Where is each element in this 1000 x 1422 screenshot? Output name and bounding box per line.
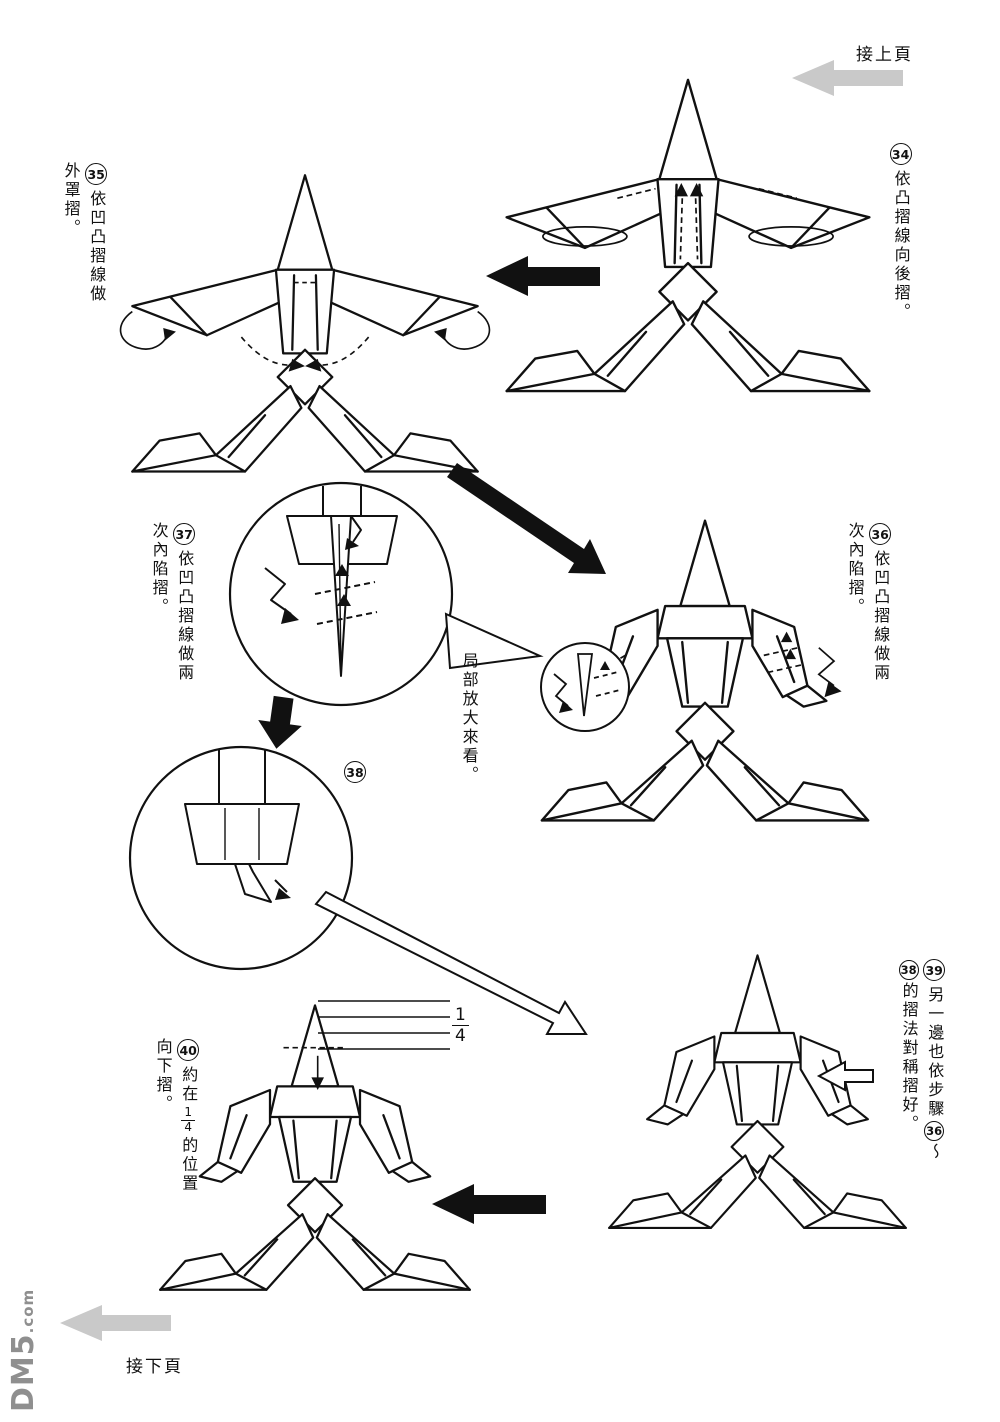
- origami-figure-step-34: [505, 78, 871, 393]
- magnified-detail-step-37: [228, 481, 454, 707]
- fold-indicators: [602, 631, 842, 698]
- origami-figure-step-36: [540, 519, 870, 822]
- fraction-numerator: 1: [455, 1005, 466, 1025]
- watermark-suffix: .com: [19, 1288, 37, 1334]
- page-prev-arrow-icon: [792, 60, 903, 96]
- detail-callout-circle: [540, 642, 630, 732]
- origami-figure-step-35: [119, 174, 491, 473]
- origami-figure-step-39: [608, 954, 907, 1229]
- watermark: DM5.com: [6, 1289, 41, 1412]
- step-39-number: 39: [923, 959, 946, 981]
- continue-prev-label: 接上頁: [856, 45, 913, 65]
- fold-indicators: [542, 182, 834, 260]
- step-39-text: 另一邊也依步驟36～38的摺法對稱摺好。: [898, 958, 945, 1162]
- magnifier-pointer-wedge: [444, 612, 544, 670]
- step-37-caption: 37依凹凸摺線做兩次內陷摺。: [146, 522, 197, 687]
- side-pointer-arrow: [816, 1060, 874, 1092]
- continue-next-label: 接下頁: [126, 1357, 183, 1377]
- watermark-main: DM5: [6, 1333, 41, 1412]
- detail-mini-drawing: [553, 653, 621, 717]
- step-40-number: 40: [177, 1039, 200, 1061]
- origami-figure-step-40: [159, 1004, 471, 1291]
- sequence-arrow-diagonal: [447, 463, 606, 574]
- step-37-text: 依凹凸摺線做兩次內陷摺。: [149, 522, 195, 683]
- detail-fold-drawing: [184, 750, 300, 903]
- fold-direction-arrow-left-bottom: [432, 1184, 546, 1224]
- fraction-denominator: 4: [452, 1025, 469, 1046]
- step-36-text: 依凹凸摺線做兩次內陷摺。: [845, 522, 891, 683]
- figure-body: [505, 78, 871, 393]
- quarter-fraction-label: 1 4: [452, 1005, 469, 1047]
- fold-indicators: [283, 1046, 347, 1090]
- page-next-arrow-icon: [60, 1305, 171, 1341]
- step-35-caption: 35依凹凸摺線做外罩摺。: [58, 162, 109, 317]
- fold-direction-arrow-left-top: [486, 256, 600, 296]
- step-36-caption: 36依凹凸摺線做兩次內陷摺。: [842, 522, 893, 687]
- step-39-caption: 39另一邊也依步驟36～38的摺法對稱摺好。: [896, 958, 947, 1168]
- figure-body: [131, 174, 479, 473]
- step-38-number: 38: [344, 761, 366, 783]
- step-35-text: 依凹凸摺線做外罩摺。: [61, 162, 107, 304]
- step-34-number: 34: [889, 143, 912, 165]
- fold-indicators: [119, 281, 491, 372]
- step-34-caption: 34 依凸摺線向後摺。: [888, 142, 914, 367]
- step-36-number: 36: [869, 523, 892, 545]
- sequence-arrow-down: [258, 695, 302, 749]
- magnified-detail-step-38: [128, 745, 354, 971]
- quarter-measure-lines: [318, 1000, 450, 1050]
- detail-fold-drawing: [264, 486, 398, 677]
- magnifier-note: 局部放大來看。: [459, 652, 479, 785]
- step-37-number: 37: [173, 523, 196, 545]
- step-ref-circled-number: 36: [924, 1121, 945, 1141]
- step-ref-circled-number: 38: [898, 960, 919, 980]
- sequence-arrow-long: [314, 890, 588, 1035]
- step-35-number: 35: [85, 163, 108, 185]
- step-34-text: 依凸摺線向後摺。: [891, 170, 911, 322]
